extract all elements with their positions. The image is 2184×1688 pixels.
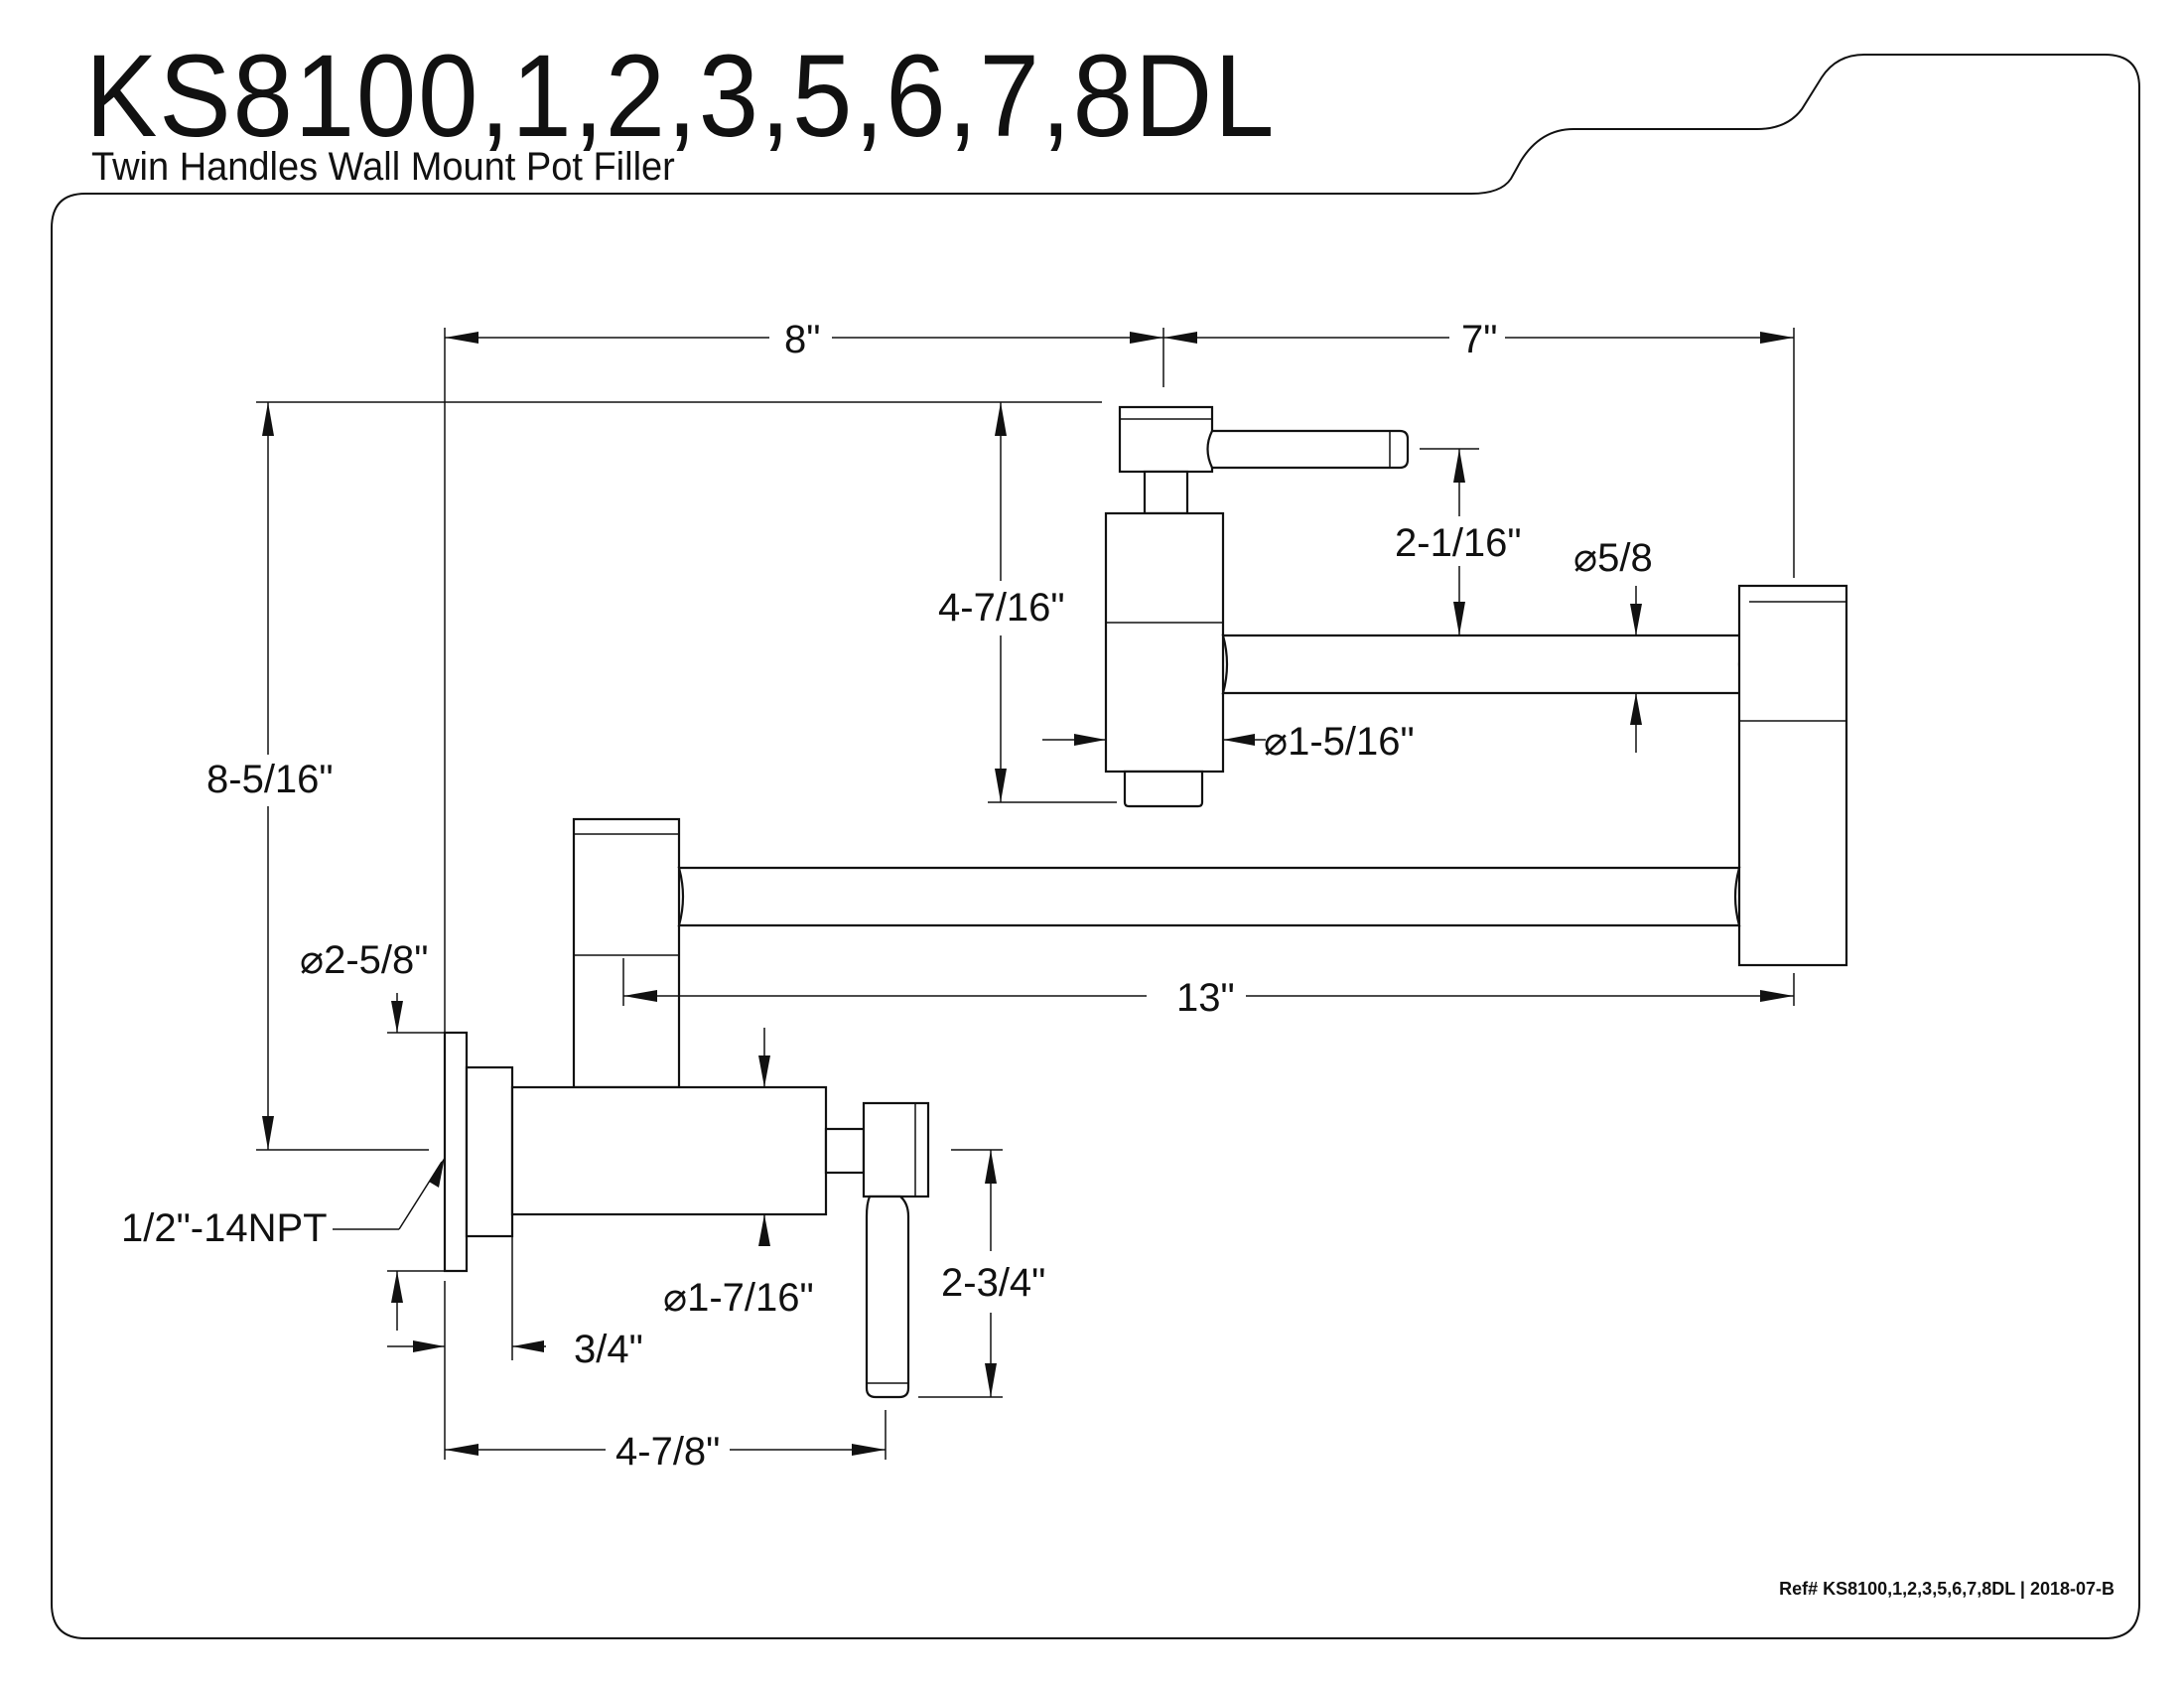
- upper-assembly: [1104, 405, 1848, 967]
- lower-assembly: [443, 817, 1741, 1399]
- upper-valve-body: [1104, 511, 1225, 774]
- lower-handle-cap: [862, 1101, 930, 1198]
- flange-collar: [465, 1065, 514, 1238]
- dim-upper-body-diameter: ⌀1-5/16": [1264, 720, 1415, 764]
- dim-arm-diameter: ⌀5/8: [1573, 536, 1653, 580]
- dim-2-3-4: 2-3/4": [941, 1261, 1045, 1305]
- dim-lower-body-diameter: ⌀1-7/16": [663, 1276, 814, 1320]
- elbow-joint: [1737, 584, 1848, 967]
- dimension-lines: [256, 328, 1795, 1460]
- lower-lever-handle: [865, 1195, 910, 1399]
- drawing-frame: [51, 54, 2140, 1639]
- upper-outlet: [1123, 770, 1204, 808]
- dim-2-1-16: 2-1/16": [1395, 521, 1522, 565]
- dim-7: 7": [1461, 318, 1497, 361]
- dim-4-7-8: 4-7/8": [615, 1430, 720, 1474]
- wall-flange: [443, 1031, 469, 1273]
- upper-lever-handle: [1206, 429, 1410, 470]
- upper-stem: [1143, 470, 1189, 515]
- dim-flange-diameter: ⌀2-5/8": [300, 938, 428, 982]
- dim-thread: 1/2"-14NPT: [121, 1206, 328, 1250]
- dimension-labels: 8" 7" 8-5/16" 4-7/16" 2-1/16" ⌀5/8 ⌀1-5/…: [121, 318, 1653, 1474]
- product-title: KS8100,1,2,3,5,6,7,8DL: [85, 31, 1277, 162]
- lower-elbow: [572, 817, 681, 1089]
- product-subtitle: Twin Handles Wall Mount Pot Filler: [91, 145, 675, 189]
- dim-8: 8": [784, 318, 820, 361]
- upper-swing-arm: [1221, 633, 1745, 695]
- dim-3-4: 3/4": [574, 1328, 643, 1371]
- dim-13: 13": [1176, 976, 1235, 1020]
- lower-handle-stem: [824, 1127, 866, 1175]
- reference-number: Ref# KS8100,1,2,3,5,6,7,8DL | 2018-07-B: [1779, 1579, 2115, 1599]
- lower-valve-body: [510, 1085, 828, 1216]
- lower-swing-arm: [677, 866, 1741, 927]
- dim-4-7-16: 4-7/16": [938, 586, 1065, 630]
- upper-handle-cap: [1118, 405, 1214, 474]
- dim-8-5-16: 8-5/16": [206, 758, 334, 801]
